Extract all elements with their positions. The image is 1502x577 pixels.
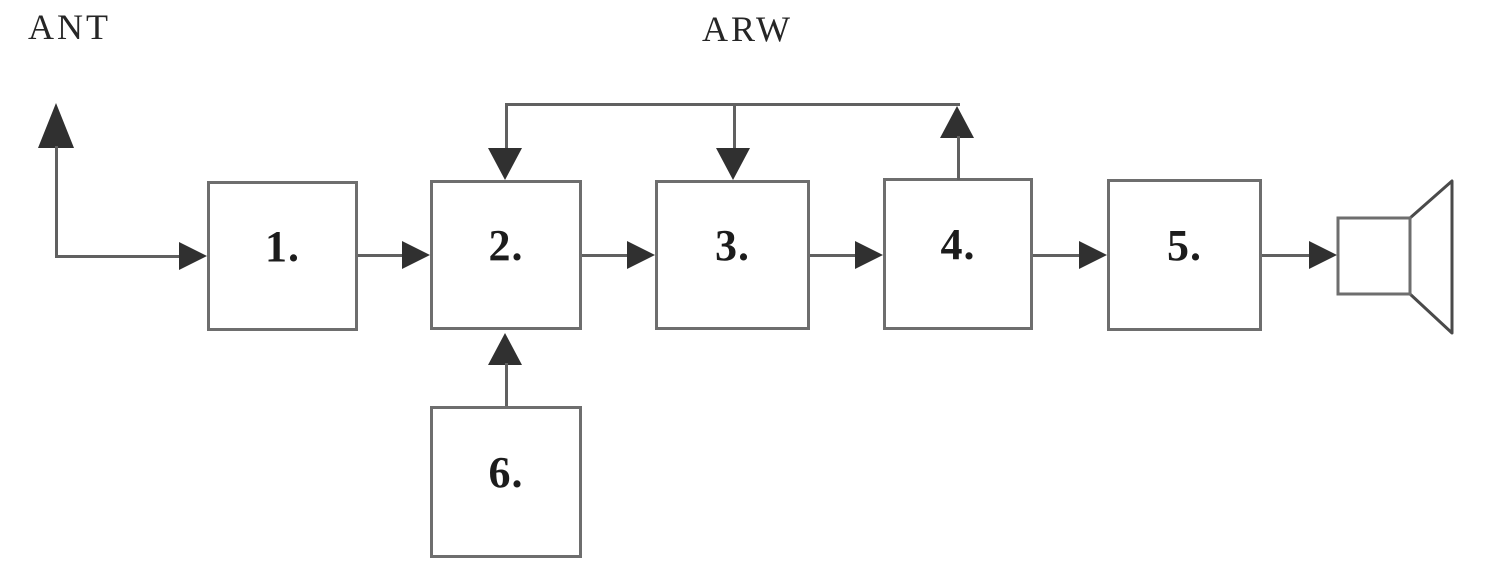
agc-arrowhead-block3-icon	[716, 148, 750, 180]
block-1: 1.	[207, 181, 358, 331]
antenna-arrow-icon	[38, 103, 74, 148]
block-2: 2.	[430, 180, 582, 330]
line-block6-to-block2	[505, 363, 508, 406]
agc-drop-to-block2	[505, 103, 508, 152]
block-4-label: 4.	[940, 219, 976, 269]
block-1-label: 1.	[265, 221, 300, 271]
line-block3-to-block4	[810, 254, 857, 257]
arrowhead-into-block-1-icon	[179, 242, 207, 270]
antenna-line-horizontal	[55, 255, 179, 258]
arrowhead-into-block-3-icon	[627, 241, 655, 269]
antenna-label: ANT	[28, 7, 111, 47]
agc-rise-from-block4	[957, 136, 960, 180]
line-block4-to-block5	[1033, 254, 1081, 257]
arrowhead-into-speaker-icon	[1309, 241, 1337, 269]
agc-drop-to-block3	[733, 103, 736, 152]
speaker-horn	[1408, 179, 1454, 335]
block-5: 5.	[1107, 179, 1262, 331]
arrowhead-into-block-4-icon	[855, 241, 883, 269]
block-4: 4.	[883, 178, 1033, 330]
arrowhead-into-block-5-icon	[1079, 241, 1107, 269]
block-5-label: 5.	[1167, 220, 1202, 270]
block-3: 3.	[655, 180, 810, 330]
oscillator-arrowhead-icon	[488, 333, 522, 365]
line-block1-to-block2	[358, 254, 404, 257]
block-6: 6.	[430, 406, 582, 558]
agc-label: ARW	[702, 9, 794, 49]
agc-arrowhead-block2-icon	[488, 148, 522, 180]
agc-arrowhead-from-block4-icon	[940, 106, 974, 138]
speaker-driver	[1336, 216, 1412, 296]
block-6-label: 6.	[488, 447, 524, 497]
block-3-label: 3.	[715, 220, 750, 270]
arrowhead-into-block-2-icon	[402, 241, 430, 269]
line-block5-to-speaker	[1262, 254, 1311, 257]
line-block2-to-block3	[582, 254, 629, 257]
agc-feedback-bus	[505, 103, 960, 106]
block-2-label: 2.	[488, 220, 524, 270]
speaker-icon	[1336, 179, 1454, 335]
antenna-line-vertical	[55, 146, 58, 258]
